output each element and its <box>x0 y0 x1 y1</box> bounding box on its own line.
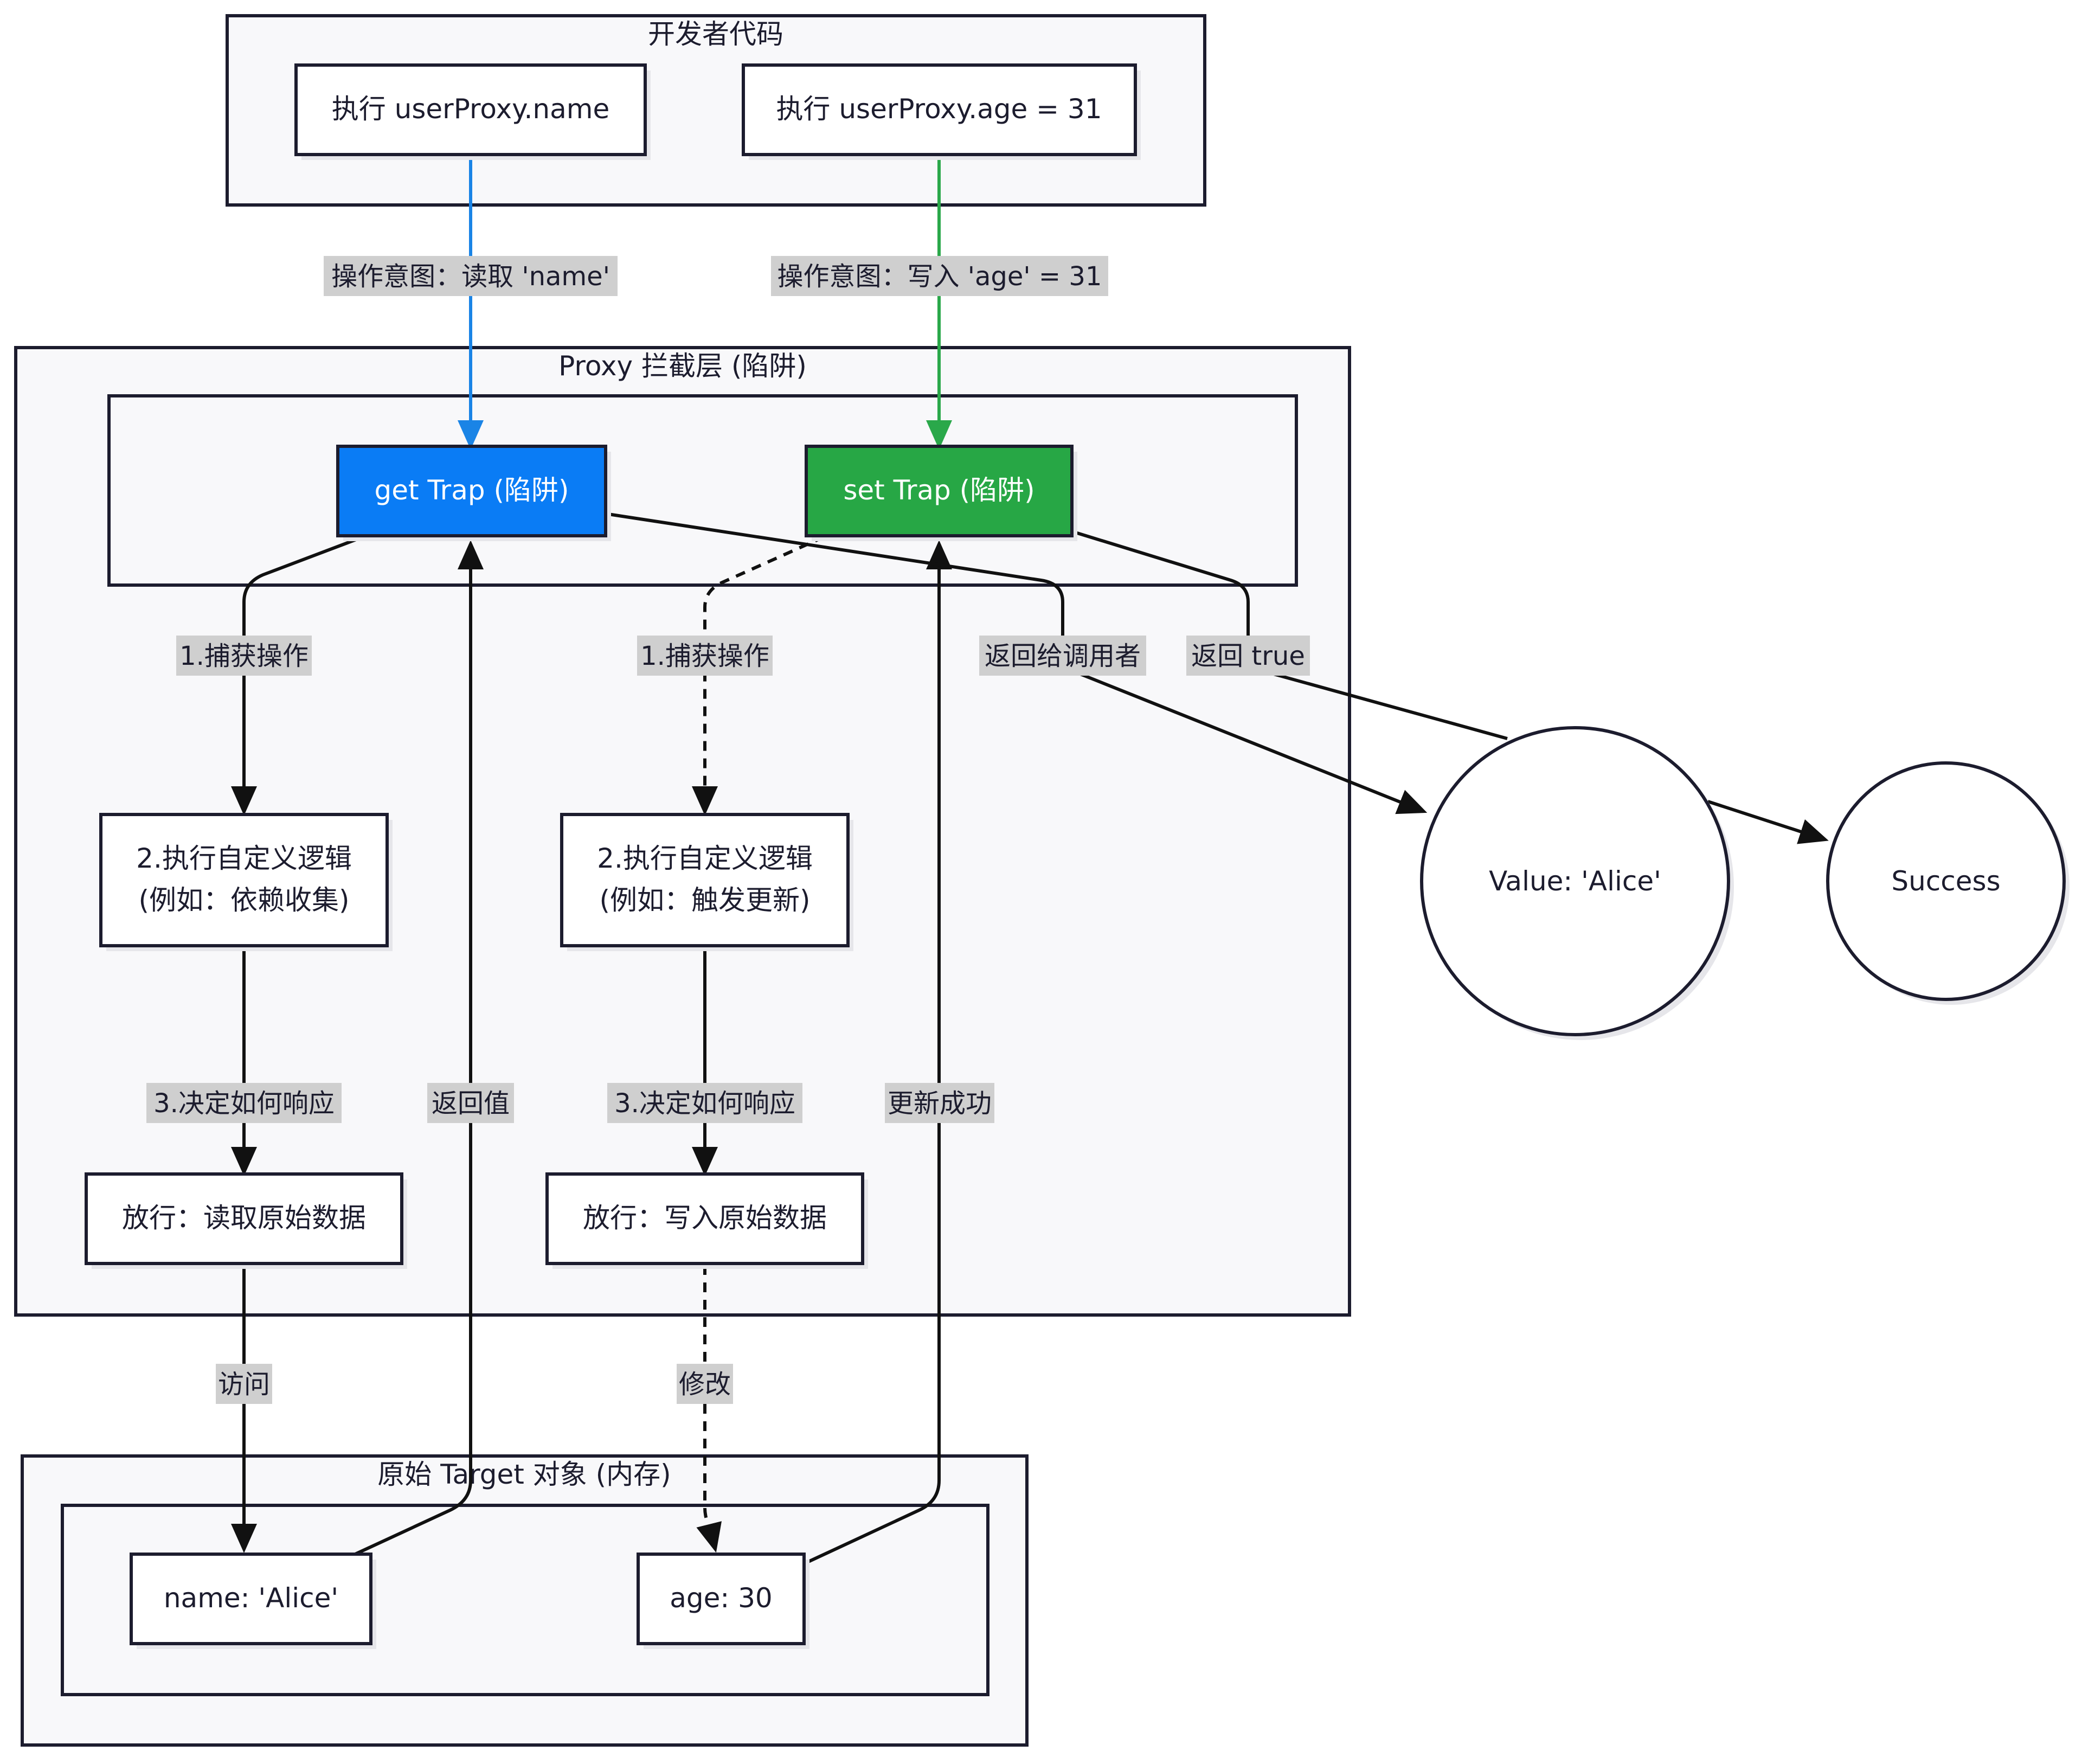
edge-return-value <box>354 540 484 1556</box>
edge-return-true <box>1071 530 1816 837</box>
svg-text:1.捕获操作: 1.捕获操作 <box>179 641 309 671</box>
node-write-exec: 执行 userProxy.age = 31 <box>742 63 1141 160</box>
label-update-success: 更新成功 <box>885 1083 994 1123</box>
svg-text:(例如：依赖收集): (例如：依赖收集) <box>138 884 349 916</box>
edge-set-capture <box>692 535 825 816</box>
label-get-decide: 3.决定如何响应 <box>146 1083 342 1123</box>
node-success-result: Success <box>1826 761 2070 1005</box>
svg-text:操作意图：写入 'age' = 31: 操作意图：写入 'age' = 31 <box>777 261 1102 292</box>
svg-text:2.执行自定义逻辑: 2.执行自定义逻辑 <box>136 843 352 874</box>
svg-text:操作意图：读取 'name': 操作意图：读取 'name' <box>331 261 610 292</box>
svg-text:更新成功: 更新成功 <box>888 1088 992 1119</box>
svg-text:放行：写入原始数据: 放行：写入原始数据 <box>583 1202 827 1234</box>
svg-text:3.决定如何响应: 3.决定如何响应 <box>153 1088 335 1119</box>
node-set-pass: 放行：写入原始数据 <box>545 1172 868 1269</box>
node-get-trap: get Trap (陷阱) <box>336 445 611 541</box>
edge-update-success <box>801 540 952 1566</box>
svg-text:返回值: 返回值 <box>432 1088 510 1119</box>
label-return-value: 返回值 <box>427 1083 514 1123</box>
node-get-pass: 放行：读取原始数据 <box>85 1172 407 1269</box>
traps-subgroup <box>107 394 1298 587</box>
svg-text:set Trap (陷阱): set Trap (陷阱) <box>843 474 1034 506</box>
proxy-cluster-title: Proxy 拦截层 (陷阱) <box>558 350 807 382</box>
target-cluster-title: 原始 Target 对象 (内存) <box>377 1459 671 1490</box>
edge-return-to-caller <box>604 512 1428 814</box>
label-get-capture: 1.捕获操作 <box>176 636 312 676</box>
svg-text:name: 'Alice': name: 'Alice' <box>164 1582 338 1614</box>
svg-text:Success: Success <box>1891 865 2000 897</box>
svg-text:修改: 修改 <box>679 1369 731 1400</box>
node-value-result: Value: 'Alice' <box>1420 726 1734 1040</box>
label-set-capture: 1.捕获操作 <box>637 636 773 676</box>
node-name-prop: name: 'Alice' <box>130 1553 376 1649</box>
label-set-decide: 3.决定如何响应 <box>607 1083 802 1123</box>
node-age-prop: age: 30 <box>637 1553 809 1649</box>
svg-text:get Trap (陷阱): get Trap (陷阱) <box>374 474 569 506</box>
svg-text:放行：读取原始数据: 放行：读取原始数据 <box>122 1202 366 1234</box>
edge-modify <box>696 1265 722 1553</box>
svg-text:2.执行自定义逻辑: 2.执行自定义逻辑 <box>597 843 813 874</box>
svg-text:执行 userProxy.age = 31: 执行 userProxy.age = 31 <box>776 93 1102 125</box>
label-return-true: 返回 true <box>1186 636 1310 676</box>
svg-text:3.决定如何响应: 3.决定如何响应 <box>614 1088 795 1119</box>
svg-text:(例如：触发更新): (例如：触发更新) <box>599 884 810 916</box>
svg-text:age: 30: age: 30 <box>670 1582 773 1614</box>
label-access: 访问 <box>216 1364 272 1404</box>
label-read-intent: 操作意图：读取 'name' <box>324 256 618 296</box>
svg-text:返回 true: 返回 true <box>1191 641 1305 671</box>
edge-get-capture <box>231 535 364 816</box>
node-read-exec: 执行 userProxy.name <box>294 63 651 160</box>
label-write-intent: 操作意图：写入 'age' = 31 <box>771 256 1108 296</box>
label-return-to-caller: 返回给调用者 <box>979 636 1146 676</box>
svg-text:1.捕获操作: 1.捕获操作 <box>640 641 769 671</box>
svg-text:访问: 访问 <box>218 1369 270 1400</box>
label-modify: 修改 <box>677 1364 733 1404</box>
svg-text:Value: 'Alice': Value: 'Alice' <box>1489 865 1661 897</box>
node-set-trap: set Trap (陷阱) <box>805 445 1077 541</box>
svg-text:返回给调用者: 返回给调用者 <box>985 641 1141 671</box>
developer-cluster-title: 开发者代码 <box>648 18 783 50</box>
svg-text:执行 userProxy.name: 执行 userProxy.name <box>332 93 609 125</box>
node-get-logic: 2.执行自定义逻辑 (例如：依赖收集) <box>99 813 393 951</box>
node-set-logic: 2.执行自定义逻辑 (例如：触发更新) <box>560 813 853 951</box>
